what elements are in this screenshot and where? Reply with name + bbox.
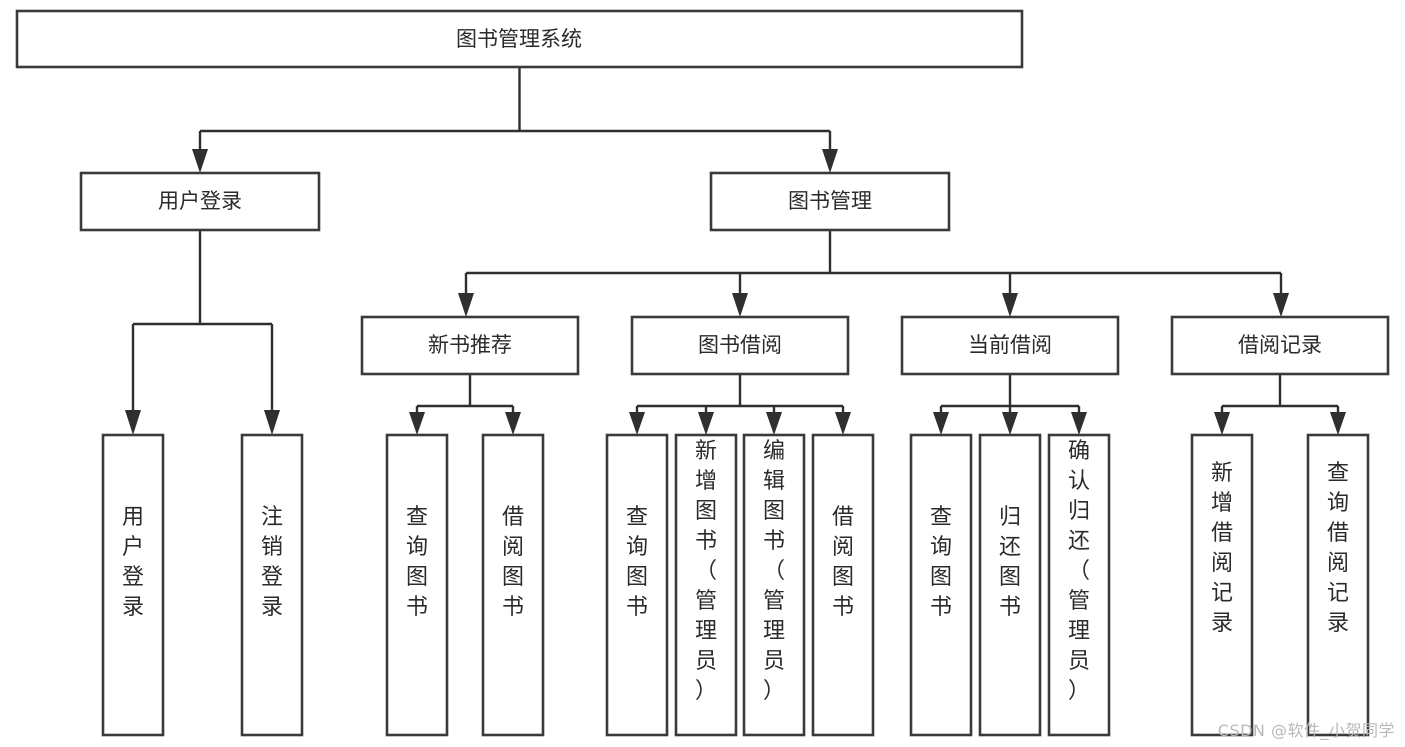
leaf-user-login-1-label: 注销登录: [261, 505, 283, 620]
leaf-book-borrow-0-box[interactable]: [605, 433, 669, 737]
node-borrow-record-box[interactable]: [1170, 315, 1390, 376]
leaf-book-borrow-3-label: 借阅图书: [832, 505, 854, 620]
node-current-borrow[interactable]: 当前借阅: [900, 315, 1120, 376]
leaf-current-borrow-2[interactable]: 确认归还（管理员）: [1047, 433, 1111, 737]
leaf-borrow-record-1[interactable]: 查询借阅记录: [1306, 433, 1370, 737]
edge-layer: [125, 67, 1346, 435]
leaf-current-borrow-0[interactable]: 查询图书: [909, 433, 973, 737]
leaf-new-book-0[interactable]: 查询图书: [385, 433, 449, 737]
arrow-book-manage-to-borrow-record: [1273, 293, 1289, 317]
leaf-new-book-1-label: 借阅图书: [502, 505, 524, 620]
leaf-borrow-record-1-label: 查询借阅记录: [1327, 461, 1349, 636]
leaf-user-login-1[interactable]: 注销登录: [240, 433, 304, 737]
leaf-current-borrow-0-label: 查询图书: [930, 505, 952, 620]
node-book-manage[interactable]: 图书管理: [709, 171, 951, 232]
leaf-borrow-record-1-box[interactable]: [1306, 433, 1370, 737]
leaf-current-borrow-0-box[interactable]: [909, 433, 973, 737]
node-new-book-recommend[interactable]: 新书推荐: [360, 315, 580, 376]
arrow-user-login-leaf-1: [264, 410, 280, 435]
leaf-current-borrow-1-box[interactable]: [978, 433, 1042, 737]
arrow-borrow-record-leaf-1: [1330, 412, 1346, 435]
leaf-book-borrow-3[interactable]: 借阅图书: [811, 433, 875, 737]
node-book-borrow-label: 图书借阅: [698, 333, 782, 357]
node-borrow-record-label: 借阅记录: [1238, 333, 1322, 357]
arrow-current-borrow-leaf-0: [933, 412, 949, 435]
node-user-login-label: 用户登录: [158, 189, 242, 213]
leaf-new-book-1[interactable]: 借阅图书: [481, 433, 545, 737]
node-book-borrow[interactable]: 图书借阅: [630, 315, 850, 376]
leaf-book-borrow-3-box[interactable]: [811, 433, 875, 737]
node-new-book-recommend-label: 新书推荐: [428, 333, 512, 357]
arrow-user-login-leaf-0: [125, 410, 141, 435]
node-root[interactable]: 图书管理系统: [15, 9, 1024, 69]
arrow-new-book-leaf-0: [409, 412, 425, 435]
leaf-book-borrow-0-label: 查询图书: [626, 505, 648, 620]
arrow-current-borrow-leaf-2: [1071, 412, 1087, 435]
node-user-login-box[interactable]: [79, 171, 321, 232]
node-book-manage-label: 图书管理: [788, 189, 872, 213]
leaf-user-login-0-label: 用户登录: [122, 505, 144, 620]
csdn-watermark: CSDN @软件_小贺同学: [1217, 721, 1395, 740]
arrow-root-to-user-login: [192, 149, 208, 173]
leaf-book-borrow-1-box[interactable]: [674, 433, 738, 737]
leaf-book-borrow-2-label: 编辑图书（管理员）: [763, 439, 785, 704]
leaf-new-book-0-label: 查询图书: [406, 505, 428, 620]
leaf-user-login-1-box[interactable]: [240, 433, 304, 737]
leaf-current-borrow-1[interactable]: 归还图书: [978, 433, 1042, 737]
leaf-new-book-1-box[interactable]: [481, 433, 545, 737]
leaf-book-borrow-2[interactable]: 编辑图书（管理员）: [742, 433, 806, 737]
leaf-book-borrow-1[interactable]: 新增图书（管理员）: [674, 433, 738, 737]
leaf-borrow-record-0-label: 新增借阅记录: [1211, 461, 1233, 636]
arrow-book-manage-to-new-book: [458, 293, 474, 317]
leaf-current-borrow-2-box[interactable]: [1047, 433, 1111, 737]
arrow-book-borrow-leaf-2: [766, 412, 782, 435]
arrow-book-borrow-leaf-3: [835, 412, 851, 435]
node-book-manage-box[interactable]: [709, 171, 951, 232]
leaf-borrow-record-0-box[interactable]: [1190, 433, 1254, 737]
arrow-root-to-book-manage: [822, 149, 838, 173]
node-current-borrow-label: 当前借阅: [968, 333, 1052, 357]
node-user-login[interactable]: 用户登录: [79, 171, 321, 232]
leaf-book-borrow-1-label: 新增图书（管理员）: [695, 439, 717, 704]
arrow-book-manage-to-book-borrow: [732, 293, 748, 317]
node-borrow-record[interactable]: 借阅记录: [1170, 315, 1390, 376]
leaf-book-borrow-0[interactable]: 查询图书: [605, 433, 669, 737]
leaf-current-borrow-1-label: 归还图书: [999, 505, 1021, 620]
arrow-book-manage-to-current-borrow: [1002, 293, 1018, 317]
arrow-current-borrow-leaf-1: [1002, 412, 1018, 435]
leaf-user-login-0-box[interactable]: [101, 433, 165, 737]
arrow-borrow-record-leaf-0: [1214, 412, 1230, 435]
leaf-borrow-record-0[interactable]: 新增借阅记录: [1190, 433, 1254, 737]
leaf-book-borrow-2-box[interactable]: [742, 433, 806, 737]
node-new-book-recommend-box[interactable]: [360, 315, 580, 376]
node-root-box[interactable]: [15, 9, 1024, 69]
leaf-new-book-0-box[interactable]: [385, 433, 449, 737]
leaf-current-borrow-2-label: 确认归还（管理员）: [1068, 439, 1090, 704]
arrow-new-book-leaf-1: [505, 412, 521, 435]
node-book-borrow-box[interactable]: [630, 315, 850, 376]
node-current-borrow-box[interactable]: [900, 315, 1120, 376]
node-root-label: 图书管理系统: [456, 27, 582, 51]
arrow-book-borrow-leaf-1: [698, 412, 714, 435]
arrow-book-borrow-leaf-0: [629, 412, 645, 435]
leaf-user-login-0[interactable]: 用户登录: [101, 433, 165, 737]
